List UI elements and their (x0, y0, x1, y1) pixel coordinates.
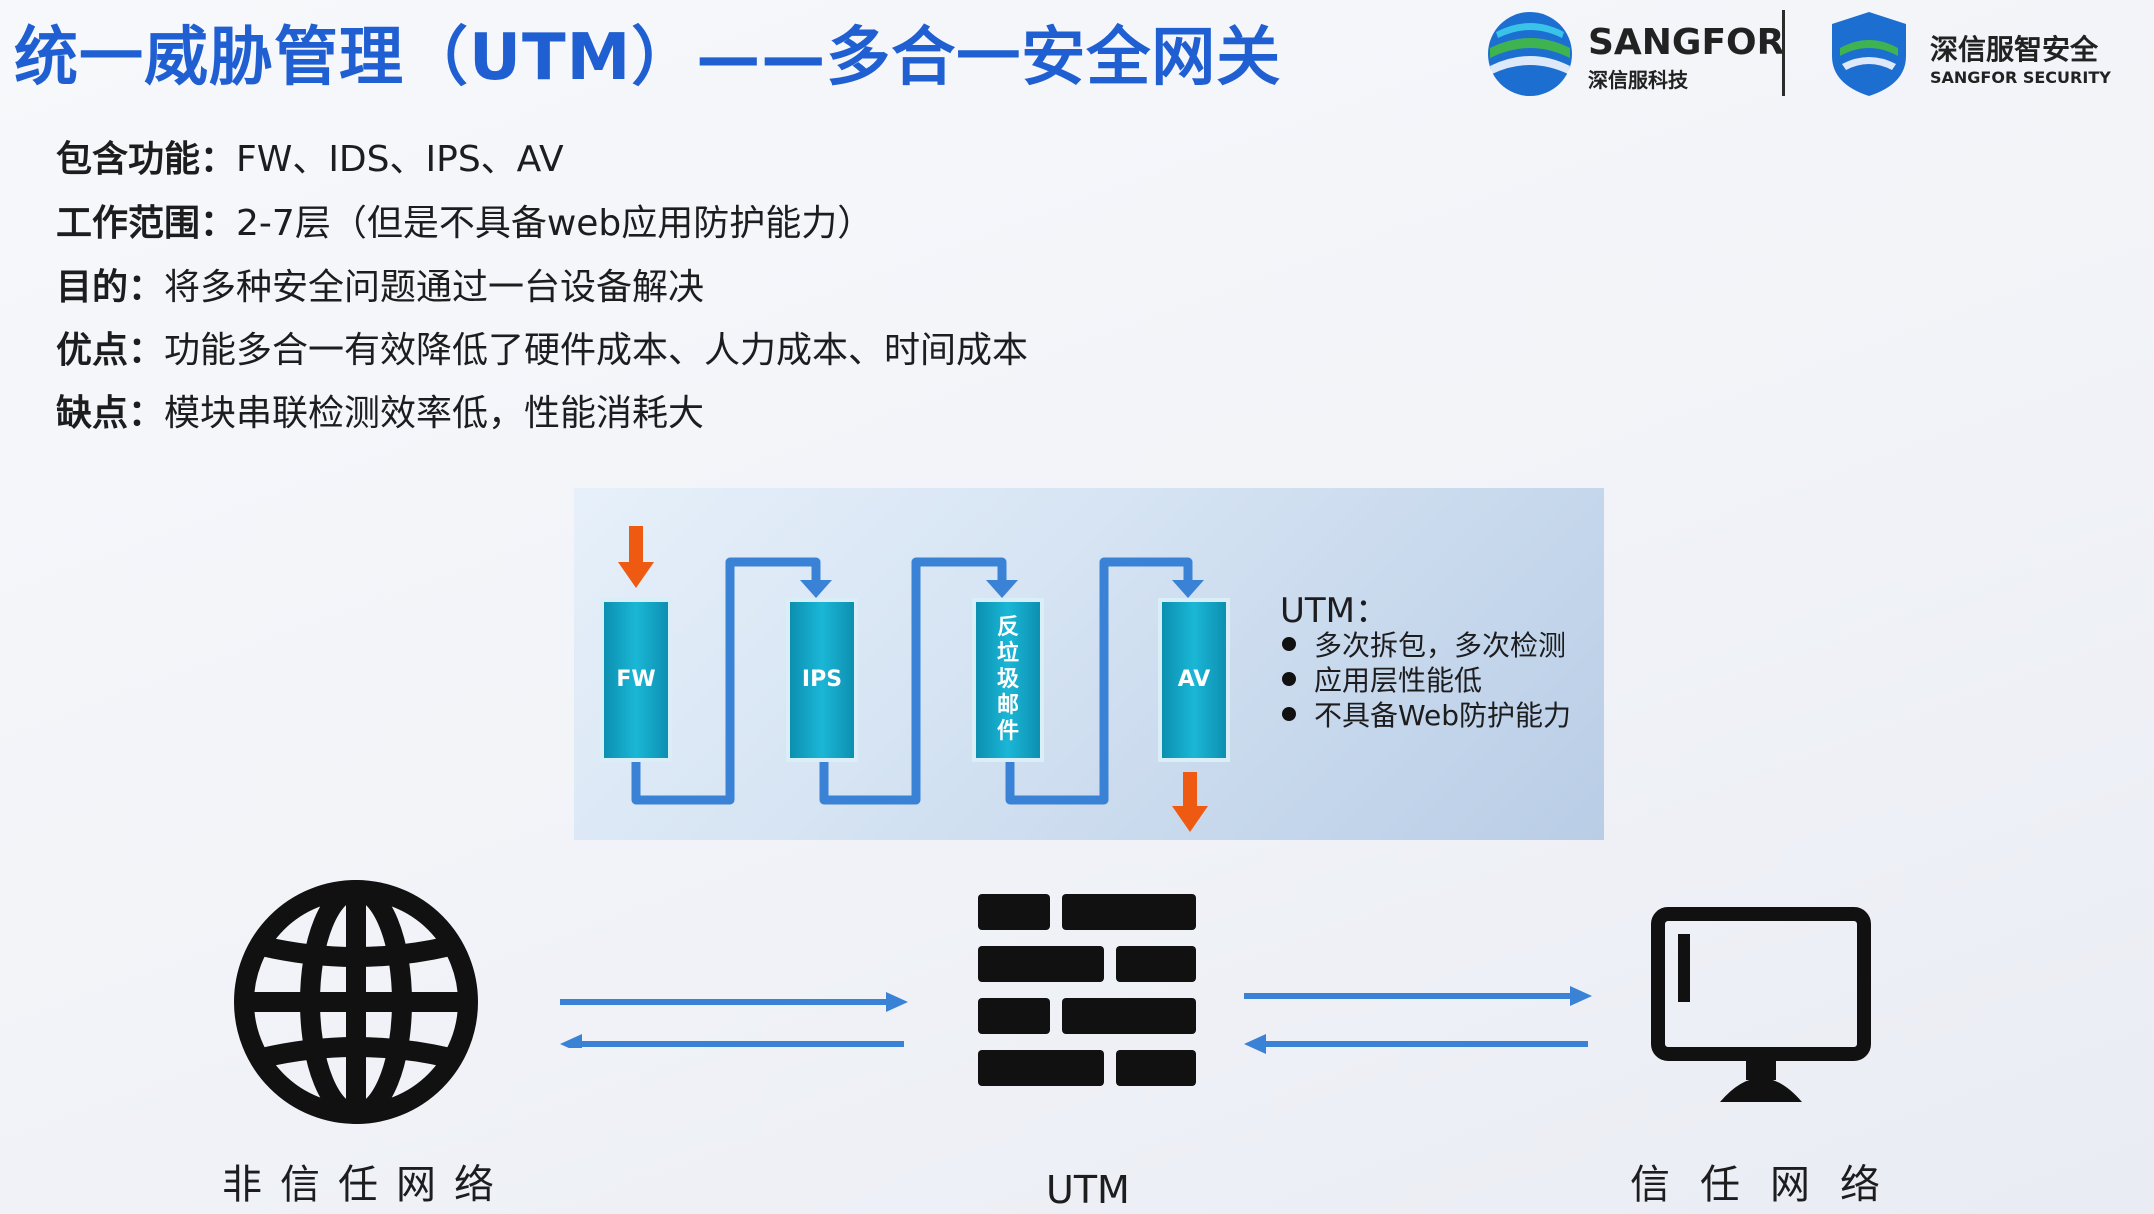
flow-lines (618, 526, 1208, 832)
trusted-network-label: 信任网络 (1630, 1162, 1910, 1208)
sangfor-security-logo: 深信服智安全 SANGFOR SECURITY (1826, 8, 2111, 100)
flow-line-ips-spam (819, 557, 1007, 805)
utm-note-item: 不具备Web防护能力 (1282, 694, 1571, 734)
utm-note-item: 多次拆包，多次检测 (1282, 624, 1566, 664)
info-scope: 工作范围：2-7层（但是不具备web应用防护能力） (56, 203, 874, 244)
arrows-left-pair (560, 992, 908, 1048)
arrows-right-pair (1244, 986, 1592, 1054)
utm-label: UTM (1046, 1168, 1130, 1212)
input-arrowhead (618, 562, 654, 588)
info-functions: 包含功能：FW、IDS、IPS、AV (56, 139, 564, 180)
output-arrowhead (1172, 806, 1208, 832)
utm-notes-title: UTM： (1280, 591, 1389, 631)
logo-divider (1782, 10, 1785, 96)
flow-arrowhead-ips (800, 580, 832, 598)
flow-arrowhead-spam (986, 580, 1018, 598)
flow-arrowhead-av (1172, 580, 1204, 598)
globe-icon (234, 880, 478, 1124)
flow-line-spam-av (1005, 557, 1193, 805)
module-fw: FW (600, 598, 672, 762)
sangfor-globe-icon (1488, 12, 1572, 96)
firewall-brick-icon (978, 894, 1196, 1086)
computer-monitor-icon (1651, 907, 1871, 1102)
bullet-icon (1282, 637, 1296, 651)
output-arrow-shaft (1183, 772, 1197, 810)
untrusted-network-label: 非信任网络 (222, 1162, 512, 1208)
sangfor-name: SANGFOR (1588, 22, 1785, 63)
info-pros: 优点：功能多合一有效降低了硬件成本、人力成本、时间成本 (56, 330, 1029, 371)
page-title: 统一威胁管理（UTM）——多合一安全网关 (14, 21, 1282, 95)
bullet-icon (1282, 707, 1296, 721)
module-anti-spam: 反垃圾邮件 (972, 598, 1044, 762)
input-arrow-shaft (629, 526, 643, 566)
utm-note-item: 应用层性能低 (1282, 659, 1482, 699)
info-purpose: 目的：将多种安全问题通过一台设备解决 (56, 267, 705, 308)
security-sub: SANGFOR SECURITY (1930, 68, 2111, 87)
info-cons: 缺点：模块串联检测效率低，性能消耗大 (56, 393, 705, 434)
module-av: AV (1158, 598, 1230, 762)
sangfor-logo: SANGFOR 深信服科技 (1484, 8, 1784, 100)
bullet-icon (1282, 672, 1296, 686)
flow-line-fw-ips (631, 557, 821, 805)
shield-icon (1832, 12, 1906, 96)
utm-flow-panel: FW IPS 反垃圾邮件 AV (574, 488, 1604, 840)
sangfor-sub: 深信服科技 (1588, 68, 1688, 92)
module-ips: IPS (786, 598, 858, 762)
security-name: 深信服智安全 (1930, 33, 2099, 66)
